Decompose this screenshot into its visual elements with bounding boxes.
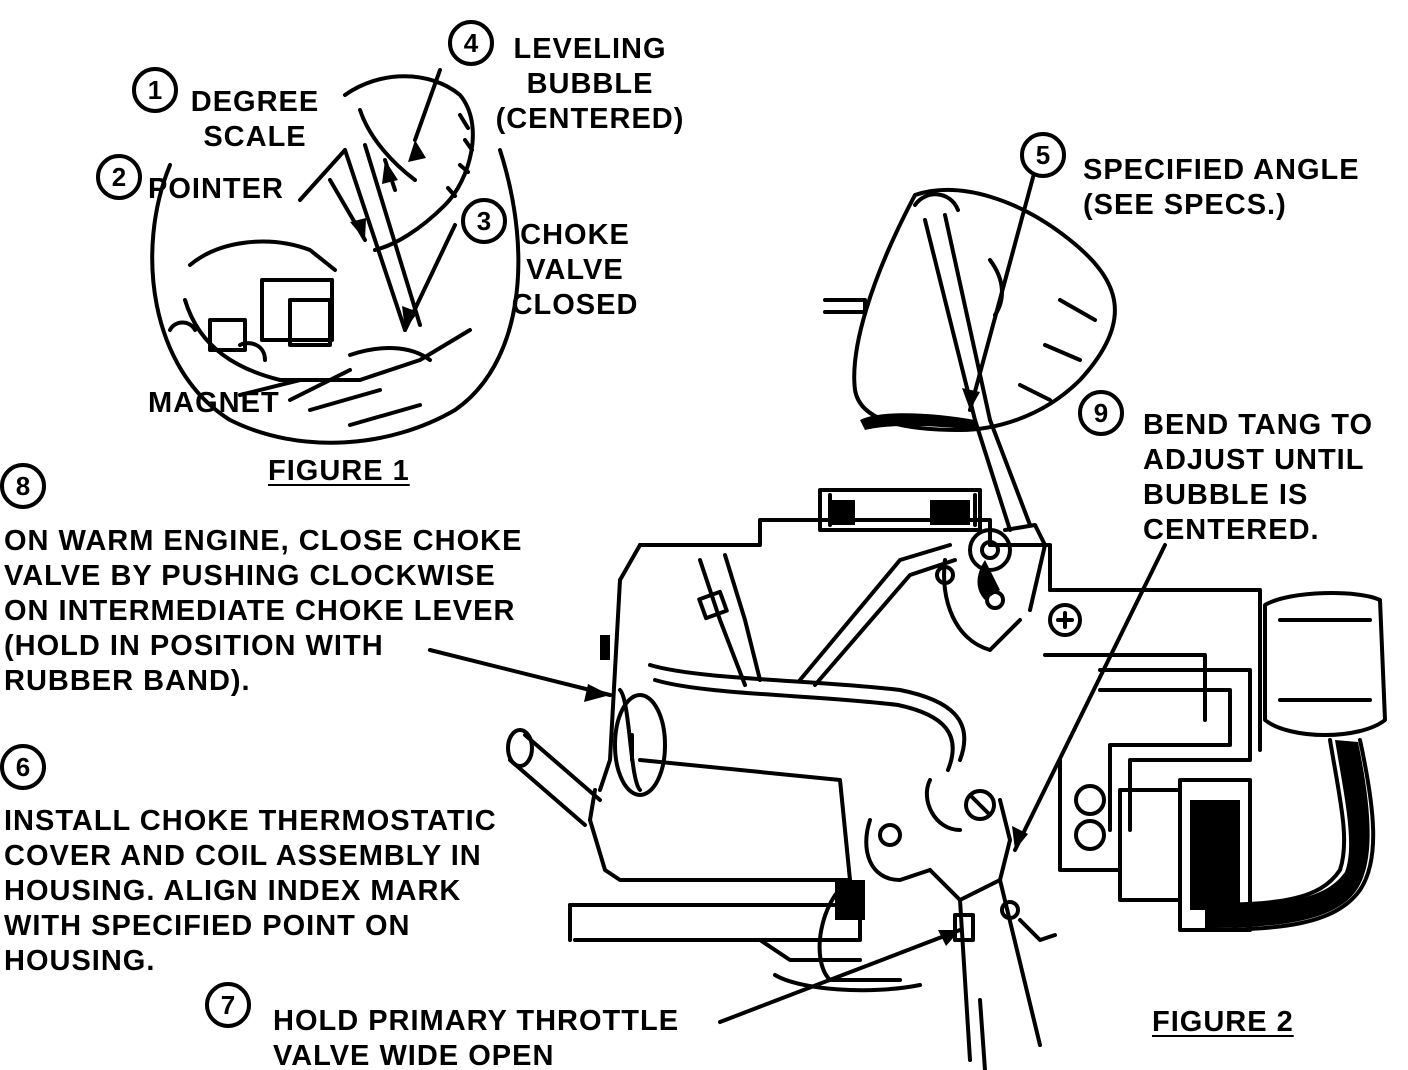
step-8-badge: 8 [0, 463, 46, 509]
figure2-carburetor-drawing [428, 168, 1387, 1070]
callout-3-badge: 3 [461, 198, 507, 244]
figure1-caption: FIGURE 1 [268, 455, 410, 487]
callout-1-label: DEGREE SCALE [190, 86, 320, 153]
magnet-label: MAGNET [148, 387, 280, 419]
callout-4-badge: 4 [448, 20, 494, 66]
callout-4-label: LEVELING BUBBLE (CENTERED) [495, 33, 685, 135]
callout-2-badge: 2 [96, 154, 142, 200]
step-8-text: ON WARM ENGINE, CLOSE CHOKE VALVE BY PUS… [4, 525, 523, 697]
callout-2-label: POINTER [148, 173, 284, 205]
callout-5-badge: 5 [1020, 132, 1066, 178]
step-6-badge: 6 [0, 744, 46, 790]
callout-3-label: CHOKE VALVE CLOSED [511, 219, 639, 321]
callout-5-label: SPECIFIED ANGLE (SEE SPECS.) [1083, 154, 1360, 221]
step-6-text: INSTALL CHOKE THERMOSTATIC COVER AND COI… [4, 805, 497, 977]
ink-fills [350, 140, 1370, 946]
figure2-caption: FIGURE 2 [1152, 1006, 1294, 1038]
callout-9-badge: 9 [1078, 390, 1124, 436]
callout-1-badge: 1 [132, 67, 178, 113]
callout-7-badge: 7 [205, 982, 251, 1028]
callout-7-label: HOLD PRIMARY THROTTLE VALVE WIDE OPEN [273, 1005, 680, 1070]
callout-9-label: BEND TANG TO ADJUST UNTIL BUBBLE IS CENT… [1143, 409, 1374, 546]
